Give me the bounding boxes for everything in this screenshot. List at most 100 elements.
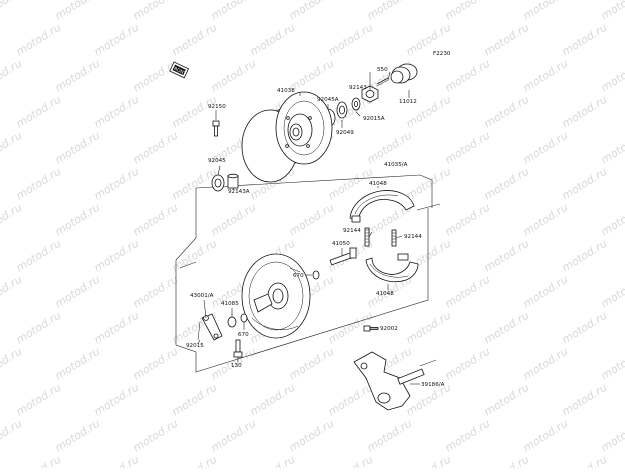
- watermark-text: motod.ru: [209, 417, 259, 455]
- watermark-text: motod.ru: [443, 345, 493, 383]
- watermark-text: motod.ru: [443, 417, 493, 455]
- watermark-text: motod.ru: [521, 345, 571, 383]
- watermark-text: motod.ru: [14, 237, 64, 275]
- part-spring-left: [364, 227, 370, 247]
- label-92144-left: 92144: [343, 228, 361, 234]
- label-92150: 92150: [208, 104, 226, 110]
- label-41035a: 41035/A: [384, 162, 408, 168]
- watermark-text: motod.ru: [482, 453, 532, 468]
- watermark-text: motod.ru: [326, 381, 376, 419]
- part-lever-bolt: [233, 339, 243, 358]
- label-670-lower: 670: [238, 332, 249, 338]
- watermark-text: motod.ru: [92, 237, 142, 275]
- watermark-text: motod.ru: [560, 165, 610, 203]
- part-steering-knuckle: [353, 351, 437, 411]
- watermark-text: motod.ru: [599, 57, 625, 95]
- watermark-text: motod.ru: [326, 453, 376, 468]
- watermark-text: motod.ru: [482, 237, 532, 275]
- watermark-text: motod.ru: [131, 0, 181, 23]
- watermark-text: motod.ru: [521, 0, 571, 23]
- watermark-text: motod.ru: [0, 201, 24, 239]
- label-130: 130: [231, 363, 242, 369]
- watermark-text: motod.ru: [560, 381, 610, 419]
- watermark-text: motod.ru: [92, 21, 142, 59]
- part-brake-shoe-lower: [365, 253, 419, 283]
- watermark-text: motod.ru: [170, 381, 220, 419]
- ref-code: F2230: [433, 51, 451, 57]
- label-92002: 92002: [380, 326, 398, 332]
- watermark-text: motod.ru: [209, 57, 259, 95]
- watermark-text: motod.ru: [560, 237, 610, 275]
- watermark-text: motod.ru: [0, 273, 24, 311]
- part-oil-seal: [336, 101, 348, 119]
- watermark-text: motod.ru: [287, 345, 337, 383]
- watermark-text: motod.ru: [560, 93, 610, 131]
- watermark-text: motod.ru: [92, 165, 142, 203]
- watermark-text: motod.ru: [131, 417, 181, 455]
- watermark-text: motod.ru: [14, 381, 64, 419]
- watermark-text: motod.ru: [248, 453, 298, 468]
- watermark-text: motod.ru: [248, 21, 298, 59]
- watermark-text: motod.ru: [53, 273, 103, 311]
- label-550: 550: [377, 67, 388, 73]
- watermark-text: motod.ru: [248, 381, 298, 419]
- label-670-upper: 670: [293, 273, 304, 279]
- watermark-text: motod.ru: [521, 129, 571, 167]
- watermark-text: motod.ru: [482, 93, 532, 131]
- watermark-text: motod.ru: [0, 417, 24, 455]
- watermark-text: motod.ru: [482, 21, 532, 59]
- part-spring-right: [391, 229, 397, 247]
- watermark-text: motod.ru: [365, 0, 415, 23]
- watermark-text: motod.ru: [521, 201, 571, 239]
- watermark-text: motod.ru: [287, 201, 337, 239]
- watermark-text: motod.ru: [53, 345, 103, 383]
- watermark-text: motod.ru: [14, 165, 64, 203]
- label-92045a: 92045A: [317, 97, 339, 103]
- watermark-text: motod.ru: [0, 345, 24, 383]
- watermark-text: motod.ru: [443, 129, 493, 167]
- part-wear-indicator: [227, 316, 237, 328]
- part-cotter-pin: [376, 77, 389, 87]
- watermark-text: motod.ru: [14, 21, 64, 59]
- part-panel-bolt: [363, 325, 379, 332]
- part-castle-nut: [361, 85, 379, 103]
- watermark-text: motod.ru: [560, 453, 610, 468]
- watermark-text: motod.ru: [599, 345, 625, 383]
- watermark-text: motod.ru: [53, 0, 103, 23]
- leader-lines: [197, 71, 420, 385]
- label-92143: 92143: [349, 85, 367, 91]
- watermark-text: motod.ru: [131, 129, 181, 167]
- front-arrow-icon: FRONT: [169, 61, 190, 79]
- label-41085: 41085: [221, 301, 239, 307]
- watermark-text: motod.ru: [443, 273, 493, 311]
- watermark-text: motod.ru: [560, 21, 610, 59]
- part-labels: F2230 550 92143 11012 41038 92045A 92150…: [186, 51, 451, 388]
- watermark-text: motod.ru: [0, 129, 24, 167]
- watermark-text: motod.ru: [92, 453, 142, 468]
- watermark-text: motod.ru: [14, 93, 64, 131]
- part-brake-cam: [329, 247, 357, 266]
- assembly-outline: [175, 174, 441, 373]
- watermark-text: motod.ru: [521, 417, 571, 455]
- watermark-text: motod.ru: [170, 21, 220, 59]
- watermark-text: motod.ru: [443, 57, 493, 95]
- watermark-text: motod.ru: [53, 57, 103, 95]
- watermark-text: motod.ru: [14, 309, 64, 347]
- watermark-text: motod.ru: [326, 21, 376, 59]
- part-o-ring-upper: [312, 270, 320, 280]
- watermark-text: motod.ru: [365, 129, 415, 167]
- watermark-text: motod.ru: [599, 417, 625, 455]
- label-41048-upper: 41048: [369, 181, 387, 187]
- part-bearing: [211, 174, 225, 192]
- label-92015: 92015: [186, 343, 204, 349]
- watermark-text: motod.ru: [53, 417, 103, 455]
- label-41050: 41050: [332, 241, 350, 247]
- watermark-text: motod.ru: [92, 93, 142, 131]
- watermark-text: motod.ru: [599, 201, 625, 239]
- watermark-text: motod.ru: [53, 129, 103, 167]
- watermark-text: motod.ru: [560, 309, 610, 347]
- watermark-text: motod.ru: [0, 0, 24, 23]
- part-bolt: [212, 120, 220, 137]
